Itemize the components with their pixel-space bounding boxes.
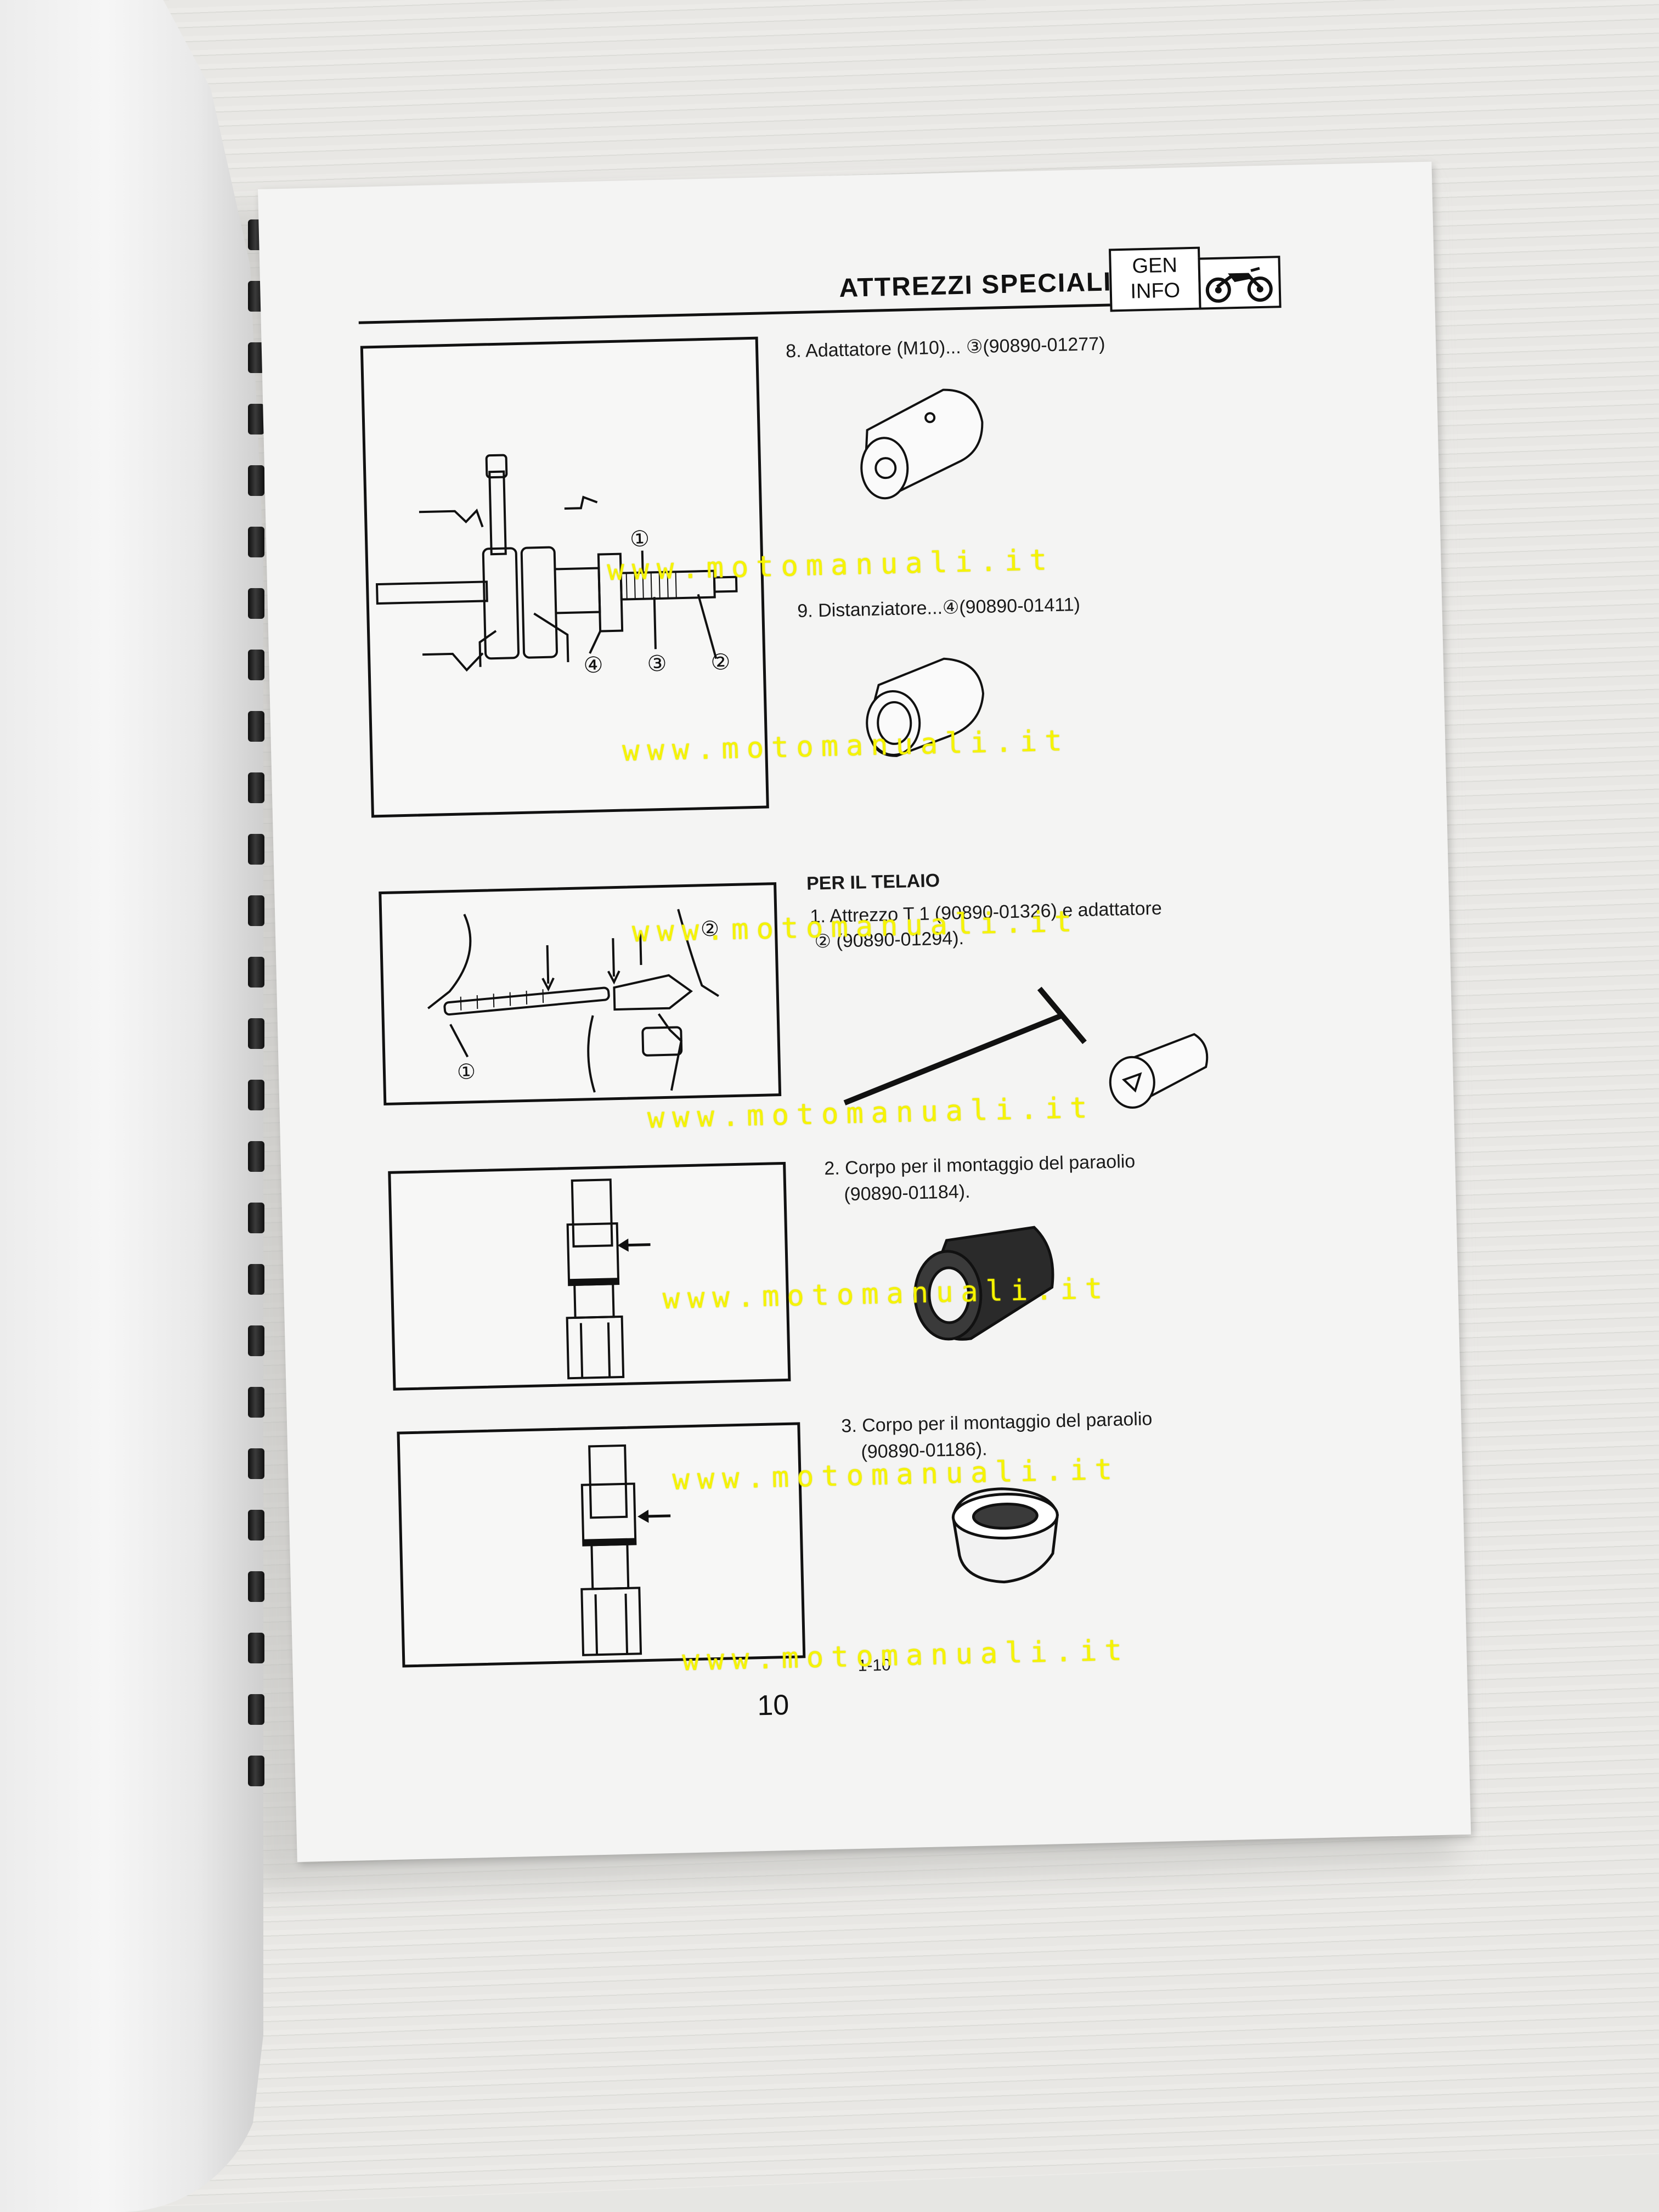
fork-seal-drawing-2 (580, 1444, 671, 1656)
tool-2-line-2: (90890-01184). (844, 1181, 970, 1205)
callout-3: ③ (647, 651, 667, 677)
motorcycle-box (1198, 256, 1282, 310)
callout-1: ① (456, 1059, 476, 1084)
callout-4: ④ (583, 652, 603, 678)
binding-coil (248, 1203, 264, 1233)
section-frame-heading: PER IL TELAIO (806, 870, 940, 894)
seal-installer-1186-drawing (951, 1487, 1059, 1584)
binding-coil (248, 588, 264, 619)
binding-coil (248, 404, 264, 435)
binding-coil (248, 1694, 264, 1725)
binding-coil (248, 1141, 264, 1172)
figure-steering-wrench: ① ② (379, 882, 782, 1106)
page-number: 10 (757, 1689, 789, 1722)
binding-coil (248, 711, 264, 742)
binding-coil (248, 895, 264, 926)
figure-crankcase-separator: ① ④ ③ ② (360, 336, 769, 818)
page-title: ATTREZZI SPECIALI (838, 267, 1113, 303)
steering-wrench-drawing: ① ② (427, 909, 720, 1093)
binding-coil (248, 834, 264, 865)
info-label: INFO (1130, 279, 1181, 303)
item-9-spacer: 9. Distanziatore...④(90890-01411) (797, 594, 1081, 622)
binding-coil (248, 772, 264, 803)
binding-coil (248, 1080, 264, 1110)
binding-coil (248, 1756, 264, 1786)
gen-label: GEN (1132, 253, 1178, 278)
motorcycle-icon (1205, 267, 1273, 303)
callout-1: ① (630, 526, 650, 552)
fork-seal-drawing-1 (566, 1178, 651, 1380)
binding-coil (248, 1571, 264, 1602)
binding-coil (248, 1018, 264, 1049)
binding-coil (248, 1387, 264, 1418)
callout-2: ② (700, 917, 719, 941)
binding-coil (248, 1325, 264, 1356)
binding-coil (248, 1633, 264, 1663)
binding-coil (248, 957, 264, 988)
adapter-m10-drawing (860, 388, 984, 500)
spacer-drawing (866, 657, 985, 757)
tool-3-line-1: 3. Corpo per il montaggio del paraolio (840, 1408, 1153, 1437)
binding-coil (248, 465, 264, 496)
figure-fork-seal-installer-1 (388, 1161, 791, 1391)
header-rule (358, 303, 1121, 324)
tool-2-line-1: 2. Corpo per il montaggio del paraolio (823, 1150, 1136, 1180)
callout-2: ② (710, 650, 731, 675)
binding-coil (248, 1510, 264, 1541)
figure-fork-seal-installer-2 (397, 1422, 806, 1668)
manual-page: ATTREZZI SPECIALI GEN INFO (258, 161, 1471, 1863)
crankcase-drawing: ① ④ ③ ② (375, 454, 738, 678)
binding-coil (248, 1264, 264, 1295)
seal-installer-1184-drawing (913, 1226, 1054, 1341)
left-curled-page (0, 0, 263, 2212)
binding-coil (248, 527, 264, 557)
binding-coil (248, 650, 264, 680)
binding-coil (248, 1448, 264, 1479)
item-8-adapter: 8. Adattatore (M10)... ③(90890-01277) (785, 333, 1105, 362)
t-handle-tool-drawing (843, 986, 1209, 1109)
gen-info-box: GEN INFO (1108, 246, 1201, 312)
